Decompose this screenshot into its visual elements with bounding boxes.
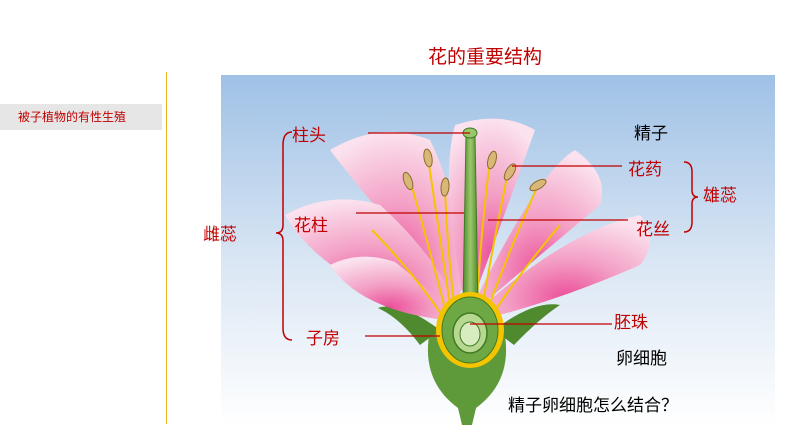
pointer-lines	[356, 132, 628, 337]
sepal-left	[378, 306, 440, 345]
label-sperm: 精子	[634, 124, 668, 144]
sidebar-tab[interactable]: 被子植物的有性生殖	[0, 104, 162, 130]
label-egg: 卵细胞	[616, 349, 667, 369]
label-stamen: 雄蕊	[703, 186, 737, 206]
petal-left-top	[330, 132, 462, 300]
pistil-bracket	[275, 131, 293, 341]
question-text: 精子卵细胞怎么结合？	[508, 396, 678, 416]
label-anther: 花药	[628, 160, 662, 180]
petal-right-top	[478, 150, 603, 305]
petal-right-lower	[484, 215, 650, 318]
label-ovary: 子房	[306, 329, 340, 349]
label-ovule: 胚珠	[614, 313, 648, 333]
label-pistil: 雌蕊	[203, 225, 237, 245]
anthers	[402, 148, 547, 197]
ovule-inner	[459, 321, 481, 347]
label-style: 花柱	[294, 216, 328, 236]
pistil-style	[462, 134, 479, 306]
sidebar-divider	[166, 72, 167, 424]
stamen-bracket	[683, 161, 699, 233]
petal-left-bottom	[330, 256, 450, 320]
label-stigma: 柱头	[292, 126, 326, 146]
diagram-title: 花的重要结构	[427, 46, 542, 68]
label-filament: 花丝	[636, 220, 670, 240]
sidebar-tab-label: 被子植物的有性生殖	[18, 110, 127, 124]
